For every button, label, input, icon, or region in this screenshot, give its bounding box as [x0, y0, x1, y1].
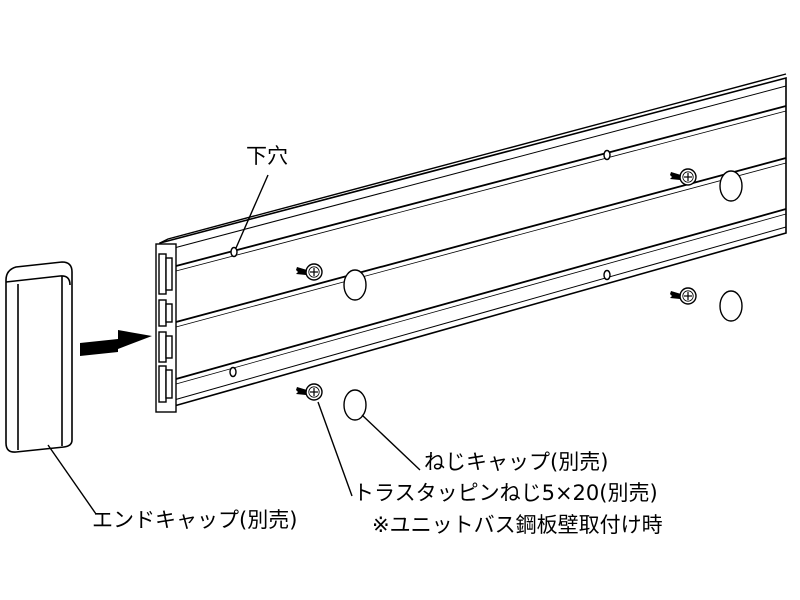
screw-cap-holes: [343, 170, 743, 421]
end-cap: [5, 261, 73, 453]
label-note: ※ユニットバス鋼板壁取付け時: [372, 513, 663, 537]
label-screw-cap: ねじキャップ(別売): [424, 450, 609, 474]
rail-front-face: [159, 76, 787, 412]
label-screw: トラスタッピンねじ5×20(別売): [353, 481, 658, 505]
insert-arrow: [80, 330, 152, 356]
rail-grooves: [175, 105, 787, 385]
label-lower-hole: 下穴: [246, 144, 288, 168]
rail-end-profile: [155, 243, 177, 413]
pilot-holes: [229, 149, 611, 378]
rail-top-edge: [159, 73, 787, 244]
leader-lines: [47, 174, 421, 515]
label-end-cap: エンドキャップ(別売): [92, 508, 298, 532]
